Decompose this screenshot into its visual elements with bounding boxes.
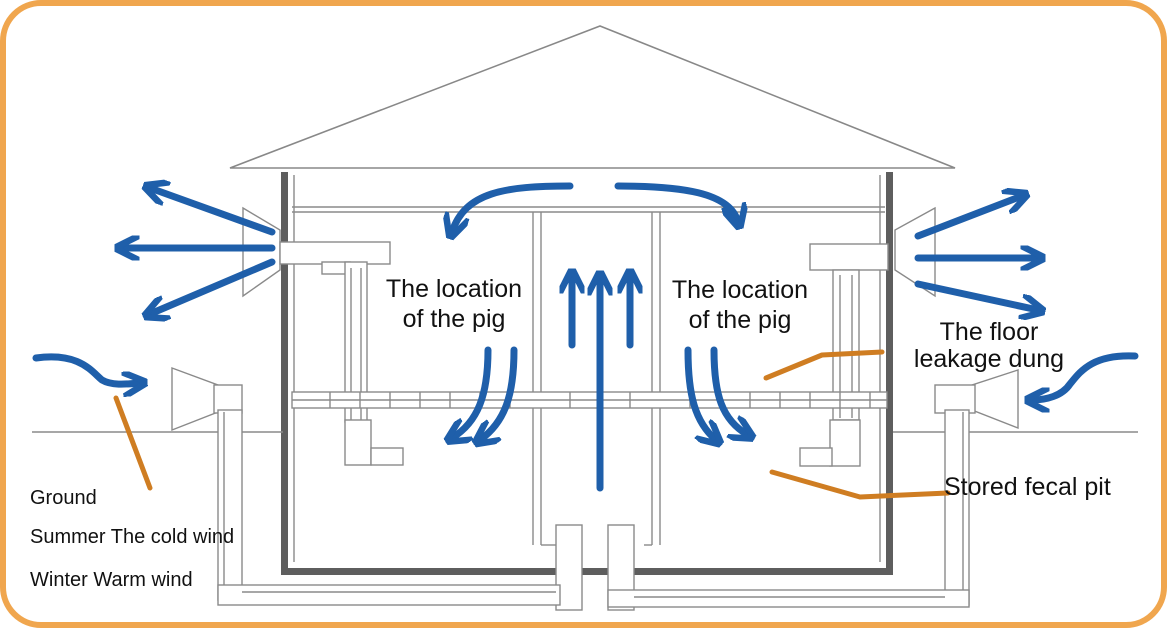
airflow-arrows	[32, 182, 1139, 492]
curl-arrow-left	[452, 182, 574, 232]
label-winter-wind: Winter Warm wind	[30, 569, 193, 591]
down-arrow-right-outer	[710, 346, 748, 435]
exhaust-arrow-left-down	[150, 258, 276, 314]
down-arrow-left-outer	[452, 346, 492, 438]
label-pig-location-left: The location of the pig	[368, 274, 540, 334]
callout-fecal-pit	[769, 469, 951, 500]
left-wall	[281, 172, 288, 575]
callout-floor-leakage	[763, 349, 885, 381]
label-pig-location-right: The location of the pig	[654, 275, 826, 335]
label-floor-leakage: The floor leakage dung	[894, 319, 1084, 373]
exhaust-arrow-left-up	[150, 188, 276, 236]
exhaust-arrow-right-down	[914, 280, 1038, 310]
right-wall	[886, 172, 893, 575]
label-pig-right-line2: of the pig	[688, 306, 792, 334]
label-floor-leakage-line2: leakage dung	[913, 345, 1065, 373]
callout-lines	[113, 349, 951, 500]
label-pig-left-line2: of the pig	[402, 305, 506, 333]
inflow-arrow-left	[32, 353, 140, 384]
label-floor-leakage-line1: The floor	[939, 318, 1039, 346]
down-arrow-right-inner	[684, 346, 716, 440]
floor-slab	[281, 568, 893, 575]
down-arrow-left-inner	[480, 346, 518, 440]
exhaust-arrow-right-up	[914, 196, 1022, 240]
roof	[229, 25, 956, 169]
label-fecal-pit: Stored fecal pit	[944, 473, 1111, 501]
label-ground: Ground	[30, 487, 97, 509]
label-pig-right-line1: The location	[671, 276, 809, 304]
curl-arrow-right	[614, 182, 738, 222]
callout-ground	[113, 395, 153, 491]
inflow-arrow-right	[1032, 352, 1139, 400]
label-summer-wind: Summer The cold wind	[30, 526, 235, 548]
label-pig-left-line1: The location	[385, 275, 523, 303]
